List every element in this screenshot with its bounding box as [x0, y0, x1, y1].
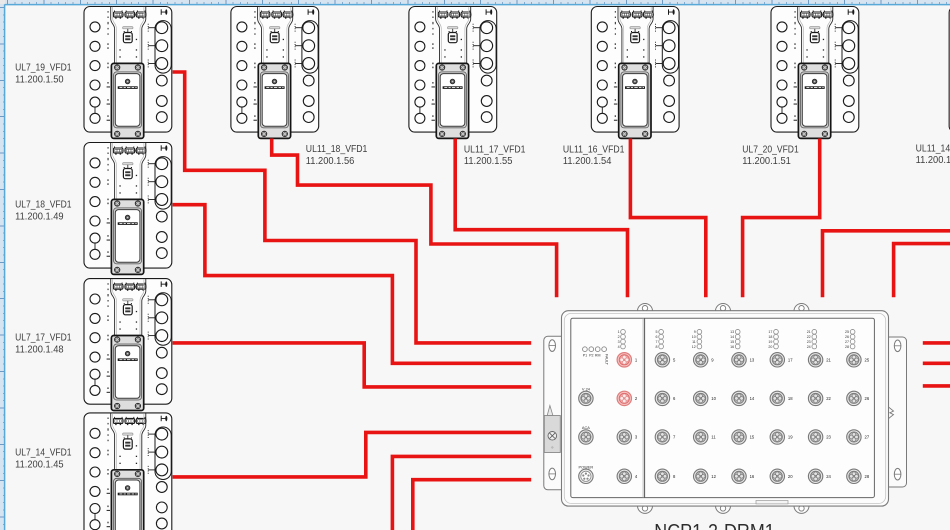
- svg-text:13: 13: [750, 357, 755, 362]
- svg-text:6: 6: [673, 396, 676, 401]
- svg-text:19: 19: [788, 435, 793, 440]
- svg-text:UL11_14_VFD1: UL11_14_VFD1: [916, 144, 950, 155]
- svg-text:19: 19: [768, 340, 772, 344]
- svg-text:1: 1: [618, 330, 620, 334]
- svg-text:11.200.1.49: 11.200.1.49: [15, 211, 64, 222]
- svg-text:16: 16: [750, 474, 755, 479]
- svg-text:24: 24: [826, 474, 831, 479]
- svg-text:9: 9: [694, 330, 696, 334]
- svg-text:5: 5: [673, 357, 676, 362]
- svg-text:ACA: ACA: [582, 425, 590, 430]
- svg-text:3: 3: [618, 340, 620, 344]
- svg-text:11.200.1.48: 11.200.1.48: [15, 345, 64, 356]
- svg-text:16: 16: [730, 345, 734, 349]
- svg-text:14: 14: [750, 396, 755, 401]
- svg-text:10: 10: [692, 335, 696, 339]
- svg-text:23: 23: [807, 340, 811, 344]
- svg-text:P1: P1: [583, 354, 587, 358]
- svg-text:UL7_18_VFD1: UL7_18_VFD1: [15, 200, 72, 211]
- svg-text:24: 24: [807, 345, 811, 349]
- svg-text:11.200.1.54: 11.200.1.54: [563, 156, 612, 167]
- svg-text:UL11_17_VFD1: UL11_17_VFD1: [464, 144, 526, 155]
- svg-text:RM: RM: [595, 354, 601, 358]
- svg-text:12: 12: [692, 345, 696, 349]
- svg-text:21: 21: [807, 330, 811, 334]
- svg-text:POWER: POWER: [579, 465, 594, 470]
- svg-text:11.200.1.53: 11.200.1.53: [916, 155, 950, 166]
- svg-text:8: 8: [656, 345, 658, 349]
- svg-text:4: 4: [635, 474, 638, 479]
- svg-text:13: 13: [730, 330, 734, 334]
- svg-text:UL11_16_VFD1: UL11_16_VFD1: [563, 144, 625, 155]
- svg-text:11.200.1.55: 11.200.1.55: [464, 156, 513, 167]
- svg-text:18: 18: [768, 335, 772, 339]
- svg-text:28: 28: [865, 474, 870, 479]
- svg-text:20: 20: [788, 474, 793, 479]
- svg-text:7: 7: [673, 435, 676, 440]
- svg-text:28: 28: [845, 345, 849, 349]
- svg-text:10: 10: [711, 396, 716, 401]
- svg-text:9: 9: [711, 357, 714, 362]
- svg-text:17: 17: [788, 357, 793, 362]
- svg-text:11: 11: [711, 435, 716, 440]
- svg-text:11.200.1.45: 11.200.1.45: [15, 459, 64, 470]
- svg-text:V 24: V 24: [582, 387, 591, 392]
- svg-text:6: 6: [656, 335, 658, 339]
- svg-text:2: 2: [635, 396, 638, 401]
- svg-text:UL7_17_VFD1: UL7_17_VFD1: [15, 333, 72, 344]
- svg-text:20: 20: [768, 345, 772, 349]
- svg-text:23: 23: [826, 435, 831, 440]
- svg-text:26: 26: [845, 335, 849, 339]
- svg-text:FAULT: FAULT: [604, 354, 608, 366]
- svg-text:P2: P2: [589, 354, 593, 358]
- svg-text:15: 15: [730, 340, 734, 344]
- svg-text:12: 12: [711, 474, 716, 479]
- svg-text:18: 18: [788, 396, 793, 401]
- svg-text:5: 5: [656, 330, 658, 334]
- svg-text:2: 2: [618, 335, 620, 339]
- svg-text:UL11_18_VFD1: UL11_18_VFD1: [306, 144, 368, 155]
- svg-text:11.200.1.50: 11.200.1.50: [15, 75, 64, 86]
- svg-text:1: 1: [635, 357, 638, 362]
- svg-text:3: 3: [635, 435, 638, 440]
- svg-text:11.200.1.51: 11.200.1.51: [742, 156, 791, 167]
- svg-text:17: 17: [768, 330, 772, 334]
- svg-text:25: 25: [865, 357, 870, 362]
- svg-text:UL7_19_VFD1: UL7_19_VFD1: [15, 63, 72, 74]
- svg-text:8: 8: [673, 474, 676, 479]
- svg-text:UL7_14_VFD1: UL7_14_VFD1: [15, 447, 72, 458]
- svg-text:27: 27: [865, 435, 870, 440]
- svg-text:UL7_20_VFD1: UL7_20_VFD1: [742, 144, 799, 155]
- svg-text:11: 11: [692, 340, 696, 344]
- svg-text:11.200.1.56: 11.200.1.56: [306, 156, 355, 167]
- svg-text:26: 26: [865, 396, 870, 401]
- svg-text:22: 22: [826, 396, 831, 401]
- svg-text:21: 21: [826, 357, 831, 362]
- svg-text:4: 4: [618, 345, 620, 349]
- svg-text:15: 15: [750, 435, 755, 440]
- svg-text:25: 25: [845, 330, 849, 334]
- svg-text:14: 14: [730, 335, 734, 339]
- svg-text:7: 7: [656, 340, 658, 344]
- svg-text:22: 22: [807, 335, 811, 339]
- svg-text:27: 27: [845, 340, 849, 344]
- svg-text:NCP1-2-DRM1: NCP1-2-DRM1: [654, 520, 774, 530]
